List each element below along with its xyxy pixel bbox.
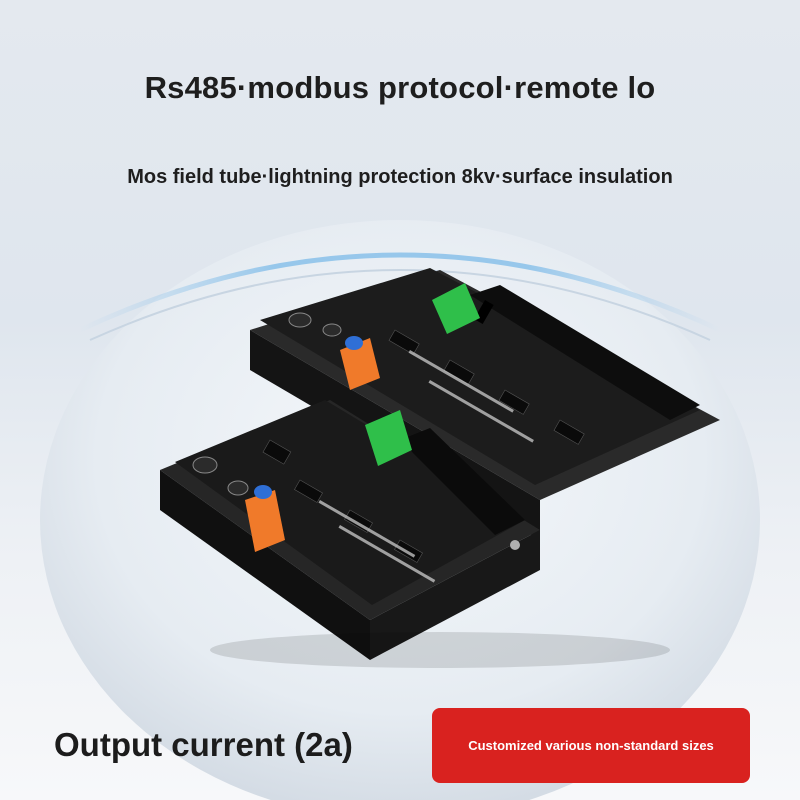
sphere-rim-shadow — [89, 269, 711, 341]
custom-sizes-badge: Customized various non-standard sizes — [432, 708, 750, 783]
board-shadow — [210, 632, 670, 668]
orange-terminal-rear — [340, 338, 380, 390]
custom-sizes-text: Customized various non-standard sizes — [468, 738, 714, 753]
green-terminal-rear — [432, 283, 480, 334]
green-terminal-front — [365, 410, 412, 466]
front-relay-board — [160, 400, 540, 660]
orange-terminal-front — [245, 490, 285, 552]
output-current-label: Output current (2a) — [54, 726, 353, 763]
blue-pot-front — [254, 485, 272, 499]
headline: Rs485·modbus protocol·remote lo — [144, 70, 656, 105]
sphere-rim-highlight — [78, 252, 722, 333]
subheadline: Mos field tube·lightning protection 8kv·… — [127, 166, 673, 188]
blue-pot-rear — [345, 336, 363, 350]
